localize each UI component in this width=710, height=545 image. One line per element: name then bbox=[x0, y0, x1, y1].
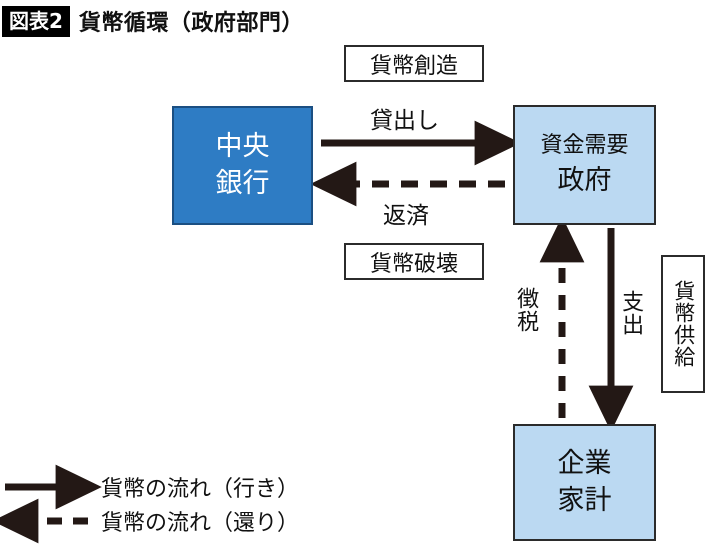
node-firms-households-line2: 家計 bbox=[557, 485, 612, 516]
flow-label-spending: 支出 bbox=[618, 290, 644, 336]
node-central-bank: 中央 銀行 bbox=[172, 106, 313, 225]
annotation-money-destruction-label: 貨幣破壊 bbox=[369, 251, 458, 277]
page-title: 図表2 貨幣循環（政府部門） bbox=[2, 5, 304, 37]
legend-outbound-label: 貨幣の流れ（行き） bbox=[101, 477, 300, 502]
node-government-line1: 資金需要 bbox=[540, 132, 629, 158]
annotation-money-supply-label: 貨幣供給 bbox=[671, 280, 696, 368]
node-government-line2: 政府 bbox=[557, 165, 612, 197]
legend: 貨幣の流れ（行き） 貨幣の流れ（還り） bbox=[0, 466, 360, 544]
flow-label-taxation: 徴税 bbox=[513, 287, 539, 333]
legend-row-inbound: 貨幣の流れ（還り） bbox=[0, 504, 299, 538]
flow-label-repayment: 返済 bbox=[383, 203, 429, 229]
legend-solid-arrow-icon bbox=[0, 472, 96, 502]
node-central-bank-line2: 銀行 bbox=[215, 168, 270, 199]
node-firms-households-line1: 企業 bbox=[557, 447, 612, 479]
node-firms-households: 企業 家計 bbox=[513, 424, 656, 541]
node-government: 資金需要 政府 bbox=[513, 105, 656, 225]
legend-row-outbound: 貨幣の流れ（行き） bbox=[0, 470, 299, 504]
legend-dashed-arrow-icon bbox=[0, 506, 96, 536]
annotation-money-creation: 貨幣創造 bbox=[344, 45, 484, 82]
figure-title-text: 貨幣循環（政府部門） bbox=[78, 11, 304, 36]
node-central-bank-line1: 中央 bbox=[215, 130, 270, 162]
flow-label-lending: 貸出し bbox=[370, 108, 439, 134]
annotation-money-supply: 貨幣供給 bbox=[661, 255, 705, 393]
legend-inbound-label: 貨幣の流れ（還り） bbox=[101, 511, 300, 536]
annotation-money-destruction: 貨幣破壊 bbox=[344, 243, 484, 280]
annotation-money-creation-label: 貨幣創造 bbox=[369, 53, 458, 79]
figure-number-badge: 図表2 bbox=[2, 5, 70, 37]
